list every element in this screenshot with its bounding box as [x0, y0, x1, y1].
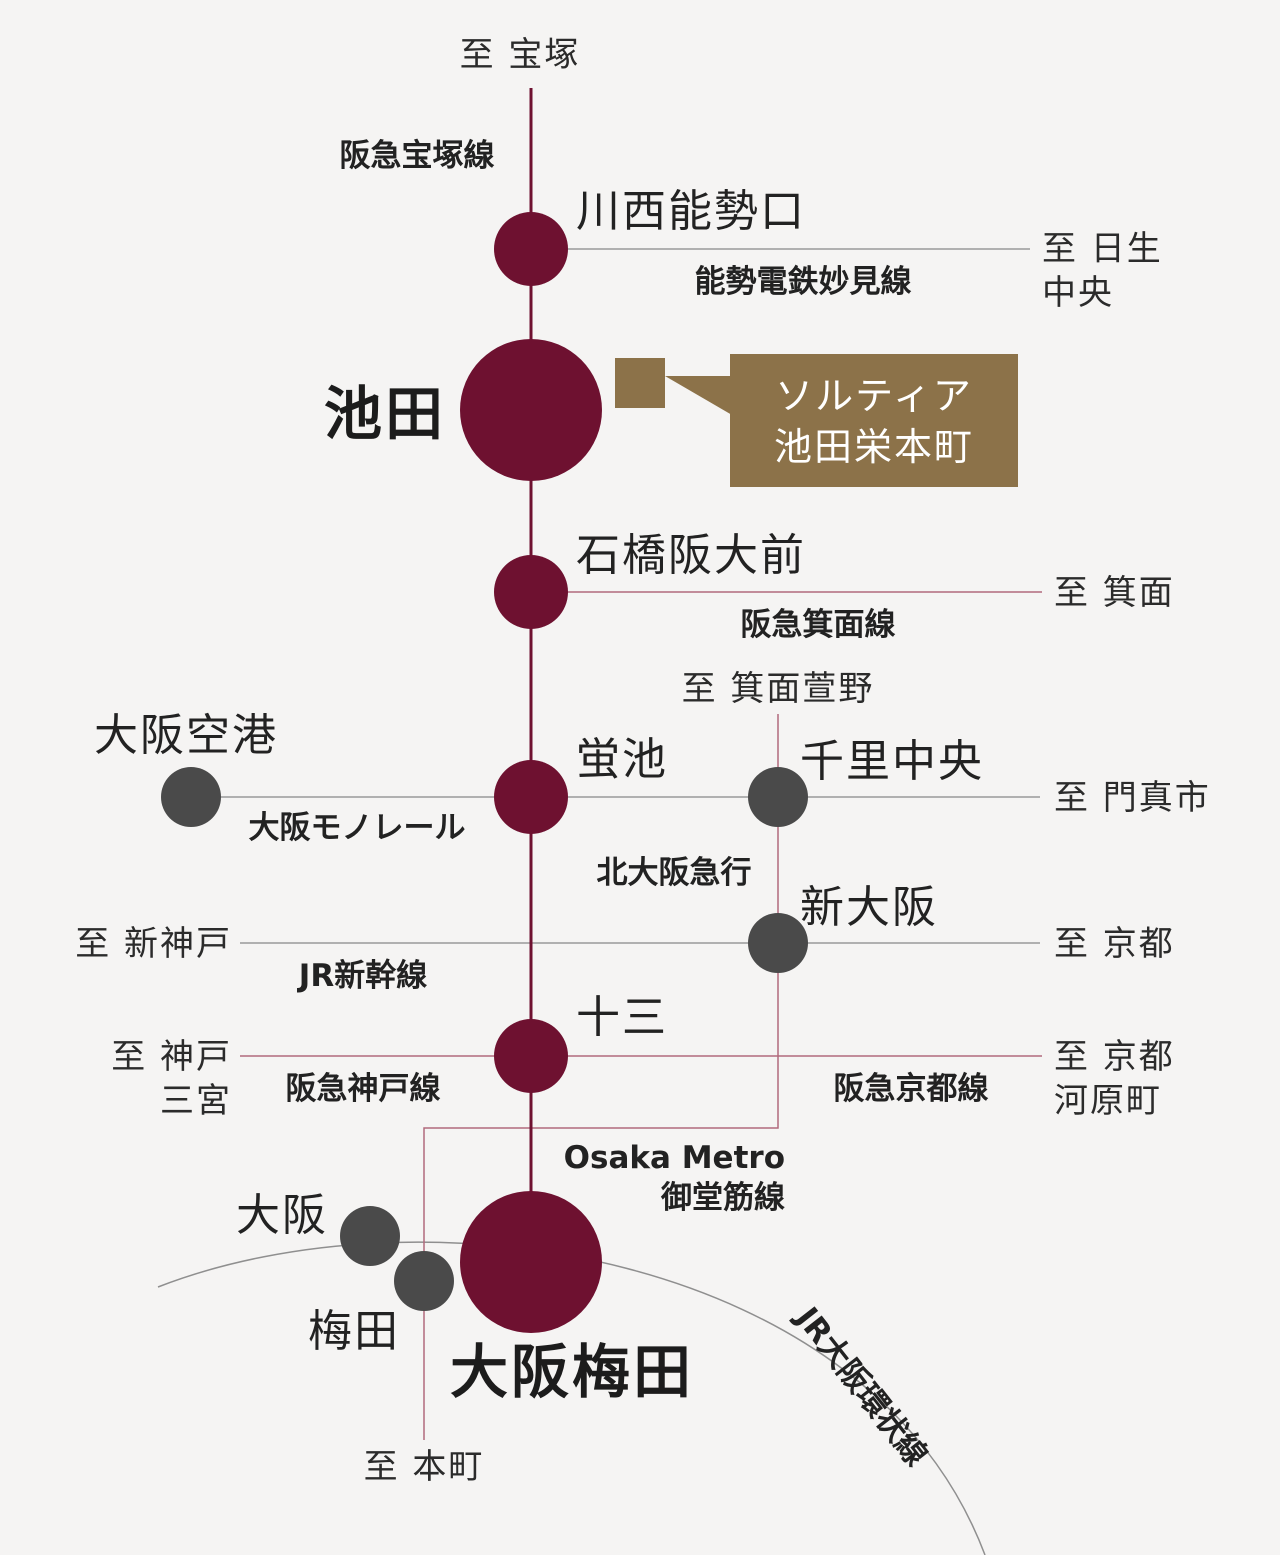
line-metro-line2: 御堂筋線 [660, 1180, 785, 1216]
line-hankyu-takarazuka: 阪急宝塚線 [340, 138, 495, 174]
station-shin-osaka: 新大阪 [800, 882, 938, 933]
station-ishibashi: 石橋阪大前 [576, 530, 806, 581]
station-kawanishi-dot[interactable] [494, 212, 568, 286]
station-hotarugaike-dot[interactable] [494, 760, 568, 834]
station-osaka-airport: 大阪空港 [94, 710, 278, 761]
station-osaka-umeda: 大阪梅田 [450, 1338, 694, 1406]
dest-kawaramachi-line1: 至 京都 [1054, 1037, 1175, 1077]
line-hankyu-minoo: 阪急箕面線 [741, 607, 896, 643]
station-ishibashi-dot[interactable] [494, 555, 568, 629]
dest-nissei-line2: 中央 [1042, 273, 1114, 313]
dest-kobe-line2: 三宮 [160, 1081, 232, 1121]
dest-shinkobe: 至 新神戸 [75, 924, 232, 964]
dest-kobe-line1: 至 神戸 [111, 1037, 232, 1077]
station-kawanishi: 川西能勢口 [576, 186, 806, 237]
dest-kadomashi: 至 門真市 [1054, 778, 1211, 818]
midosuji-line [423, 714, 779, 1440]
station-hotarugaike: 蛍池 [576, 734, 668, 785]
dest-kyoto: 至 京都 [1054, 924, 1175, 964]
property-callout-pointer [665, 376, 732, 415]
line-hankyu-kyoto: 阪急京都線 [834, 1071, 989, 1107]
station-osaka: 大阪 [236, 1190, 328, 1241]
station-juso: 十三 [576, 992, 668, 1043]
property-marker[interactable] [615, 358, 665, 408]
station-umeda: 梅田 [308, 1306, 400, 1357]
property-name-line2: 池田栄本町 [774, 425, 974, 469]
dest-nissei-line1: 至 日生 [1042, 229, 1163, 269]
line-nose: 能勢電鉄妙見線 [695, 264, 912, 300]
dest-minoo: 至 箕面 [1054, 573, 1175, 613]
station-shin-osaka-dot[interactable] [748, 913, 808, 973]
station-osaka-umeda-dot[interactable] [460, 1191, 602, 1333]
station-osaka-dot[interactable] [340, 1206, 400, 1266]
line-metro-line1: Osaka Metro [564, 1140, 785, 1176]
dest-minookayano: 至 箕面萱野 [682, 669, 875, 709]
station-ikeda: 池田 [324, 380, 446, 448]
line-monorail: 大阪モノレール [249, 810, 466, 846]
jr-loop-line [157, 1241, 986, 1555]
line-kita-osaka: 北大阪急行 [597, 855, 752, 891]
station-senri-chuo-dot[interactable] [748, 767, 808, 827]
line-shinkansen: JR新幹線 [297, 958, 427, 994]
station-ikeda-dot[interactable] [460, 339, 602, 481]
station-osaka-airport-dot[interactable] [161, 767, 221, 827]
line-hankyu-kobe: 阪急神戸線 [286, 1071, 441, 1107]
station-senri-chuo: 千里中央 [800, 736, 984, 787]
dest-takarazuka: 至 宝塚 [460, 35, 581, 75]
dest-honmachi: 至 本町 [364, 1447, 485, 1487]
dest-kawaramachi-line2: 河原町 [1054, 1081, 1162, 1121]
property-name-line1: ソルティア [775, 374, 973, 418]
line-jr-loop: JR大阪環状線 [787, 1299, 934, 1473]
station-juso-dot[interactable] [494, 1019, 568, 1093]
property-callout-box[interactable] [730, 354, 1018, 487]
station-umeda-dot[interactable] [394, 1251, 454, 1311]
